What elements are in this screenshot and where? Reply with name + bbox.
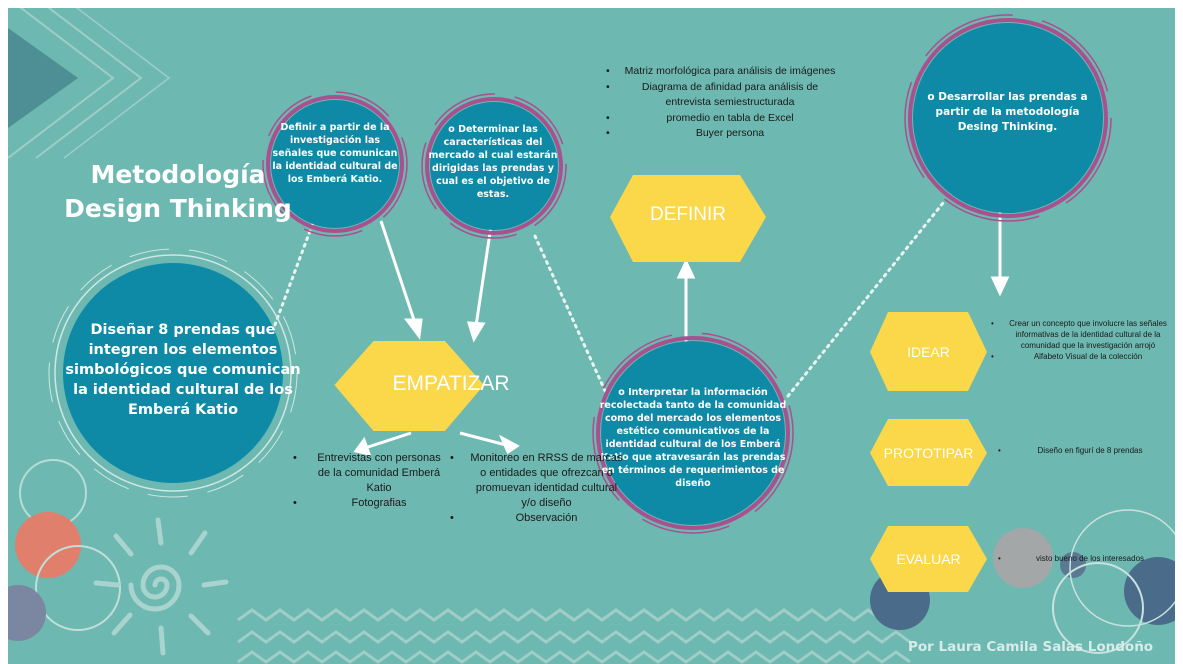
idear-methods-list: Crear un concepto que involucre las seña… [991,318,1171,362]
circle-mercado-text: o Determinar las características del mer… [428,124,558,200]
list-item: Alfabeto Visual de la colección [991,351,1171,362]
diagram-canvas: Metodología Design Thinking Diseñar 8 pr… [8,8,1175,664]
hexagon-empatizar-shape [334,341,485,431]
list-item: visto bueno de los interesados [998,553,1168,564]
stage-definir-label: DEFINIR [650,204,726,225]
hexagon-evaluar [870,526,987,592]
hexagon-prototipar [870,419,987,486]
zigzag-decoration [237,608,911,664]
sun-spiral-icon [93,517,229,656]
stage-empatizar-label: EMPATIZAR [392,372,510,395]
circle-interpretar-text: o Interpretar la información recolectada… [599,387,787,489]
list-item: Matriz morfológica para análisis de imág… [606,64,836,80]
main-goal-text: Diseñar 8 prendas que integren los eleme… [65,322,301,418]
definir-methods-list: Matriz morfológica para análisis de imág… [606,64,836,142]
circle-definir-senales-text: Definir a partir de la investigación las… [272,122,398,185]
empatizar-methods-list-right: Monitoreo en RRSS de marcas o entidades … [450,451,625,526]
circle-desarrollar-text: o Desarrollar las prendas a partir de la… [927,91,1088,133]
circle-interpretar [592,332,794,534]
hexagon-idear [870,312,987,391]
stage-prototipar-label: PROTOTIPAR [883,445,974,461]
list-item: Monitoreo en RRSS de marcas o entidades … [450,451,625,511]
circle-main [48,248,298,498]
page-title: Metodología Design Thinking [64,160,292,223]
list-item: Fotografias [293,496,443,511]
chevron-decoration [8,8,171,159]
list-item: Observación [450,511,625,526]
circle-mercado [421,93,567,239]
list-item: Diagrama de afinidad para análisis de en… [606,80,836,111]
stage-evaluar-label: EVALUAR [896,551,961,567]
diagram-graphics [8,8,1175,664]
author-credit: Por Laura Camila Salas Londoño [908,639,1154,655]
empatizar-methods-list-left: Entrevistas con personas de la comunidad… [293,451,443,511]
prototipar-methods-list: Diseño en figurí de 8 prendas [998,445,1168,456]
list-item: Entrevistas con personas de la comunidad… [293,451,443,496]
list-item: Buyer persona [606,126,836,142]
list-item: Crear un concepto que involucre las seña… [991,318,1171,351]
evaluar-methods-list: visto bueno de los interesados [998,553,1168,564]
circle-definir-senales [262,91,408,237]
stage-idear-label: IDEAR [907,344,950,360]
bubble-decoration-left [8,459,121,641]
list-item: Diseño en figurí de 8 prendas [998,445,1168,456]
hexagon-definir [610,175,766,262]
circle-desarrollar [904,14,1112,222]
list-item: promedio en tabla de Excel [606,111,836,127]
